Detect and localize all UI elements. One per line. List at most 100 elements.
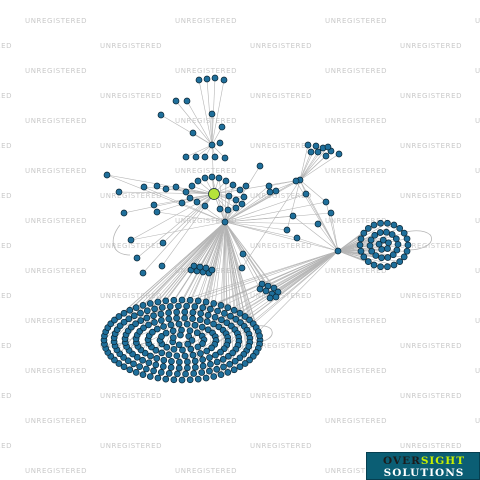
graph-node [324, 143, 332, 151]
graph-node [217, 371, 225, 378]
graph-node [245, 343, 253, 350]
graph-node [384, 263, 391, 271]
graph-node [201, 153, 209, 161]
graph-node [360, 229, 368, 237]
graph-node [195, 76, 203, 84]
graph-node [230, 306, 238, 314]
graph-node [167, 364, 175, 371]
graph-node [153, 325, 161, 333]
graph-node [188, 336, 196, 344]
graph-node [197, 350, 204, 357]
graph-node [163, 343, 171, 351]
graph-node [199, 362, 207, 370]
graph-edge [220, 221, 226, 306]
graph-node [178, 296, 186, 304]
graph-edge [192, 132, 213, 146]
graph-node [203, 75, 211, 83]
graph-node [157, 111, 165, 119]
graph-node [221, 310, 228, 317]
graph-node [231, 357, 239, 365]
graph-edge [153, 193, 215, 206]
graph-edge [157, 221, 226, 303]
graph-node [375, 240, 383, 248]
graph-edge [299, 151, 312, 181]
graph-edge [118, 221, 226, 317]
graph-node [151, 305, 158, 313]
graph-edge [118, 191, 215, 195]
graph-node [153, 208, 161, 216]
graph-edge [224, 250, 339, 349]
graph-node [221, 218, 229, 226]
graph-node [115, 360, 123, 367]
graph-node [206, 354, 213, 361]
graph-edge [205, 221, 226, 269]
graph-node [154, 298, 162, 306]
graph-edge [241, 179, 301, 269]
graph-node [158, 333, 165, 340]
graph-node [384, 219, 391, 227]
graph-edge [265, 250, 339, 292]
graph-node [198, 369, 206, 376]
graph-edge [224, 221, 250, 321]
graph-edge [337, 250, 364, 258]
graph-node [220, 363, 227, 371]
graph-node [157, 369, 165, 376]
graph-node [115, 313, 123, 320]
graph-node [217, 302, 225, 309]
graph-node [224, 369, 232, 376]
graph-node [385, 239, 392, 247]
graph-node [181, 352, 189, 360]
oversight-solutions-logo: OVERSIGHT SOLUTIONS [366, 452, 480, 480]
graph-edge [224, 179, 301, 223]
graph-node [218, 123, 226, 131]
graph-edge [224, 221, 279, 293]
graph-node [176, 358, 183, 366]
graph-node [173, 352, 181, 360]
graph-edge [127, 221, 226, 332]
graph-node [214, 307, 221, 315]
graph-node [202, 374, 210, 382]
graph-node [189, 309, 197, 316]
graph-node [210, 300, 218, 307]
graph-node [136, 363, 143, 370]
graph-node [126, 306, 134, 314]
graph-node [392, 235, 400, 243]
graph-loop-edge [404, 230, 433, 251]
graph-edge [106, 174, 226, 223]
logo-line-2: SOLUTIONS [383, 467, 465, 479]
graph-node [218, 316, 225, 324]
graph-edge [271, 250, 339, 295]
graph-node [167, 321, 175, 329]
graph-node [232, 315, 240, 323]
graph-edge [165, 188, 215, 195]
graph-edge [259, 250, 339, 290]
graph-node [211, 153, 219, 161]
graph-node [322, 152, 330, 160]
graph-node [383, 228, 390, 236]
graph-node [265, 182, 273, 190]
graph-node [236, 186, 244, 194]
graph-node [238, 200, 246, 208]
graph-node [256, 332, 263, 340]
graph-node [151, 319, 158, 326]
graph-node [239, 250, 247, 258]
graph-node [153, 355, 161, 362]
graph-node [186, 296, 194, 304]
graph-node [143, 307, 151, 315]
graph-node [182, 153, 190, 161]
graph-edge [156, 193, 215, 213]
graph-node [204, 326, 212, 334]
graph-node [139, 269, 147, 277]
graph-node [225, 192, 233, 200]
graph-edge [105, 221, 226, 349]
graph-node [384, 254, 392, 261]
graph-node [272, 187, 280, 195]
graph-node [175, 364, 183, 372]
graph-edge [156, 211, 226, 223]
graph-node [133, 353, 141, 361]
graph-node [160, 323, 167, 330]
graph-node [130, 360, 137, 368]
graph-node [159, 239, 167, 247]
graph-edge [224, 212, 332, 223]
